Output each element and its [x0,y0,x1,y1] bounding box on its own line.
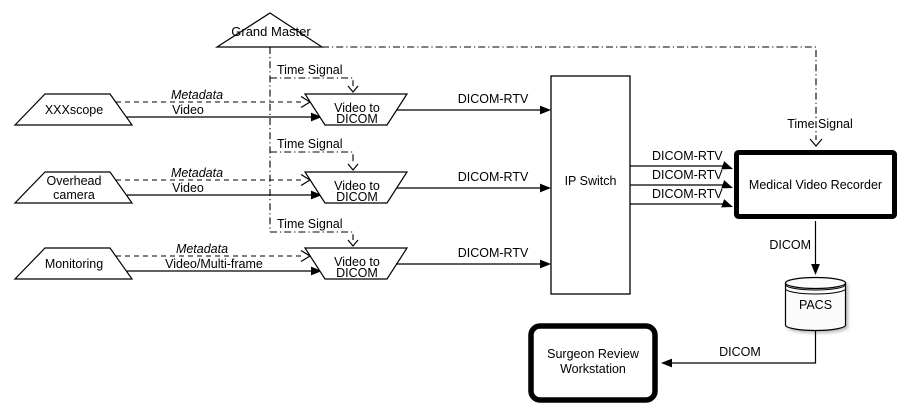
metadata-label-2: Metadata [171,166,223,180]
dicom-rtv-label-out-1: DICOM-RTV [652,149,723,163]
time-signal-link-1: Time Signal [270,63,359,93]
video-label-1: Video [172,103,204,117]
arrow-right-icon [721,199,733,208]
source-monitoring-label: Monitoring [45,257,103,271]
video-arrow-3: Video/Multi-frame [127,257,322,276]
time-signal-link-2: Time Signal [270,137,359,171]
dicom-rtv-label-in-3: DICOM-RTV [458,246,529,260]
pacs-disk-line-1 [785,284,846,291]
source-overhead-camera-label-line1: Overhead [47,174,102,188]
arrow-right-icon [721,161,733,170]
arrow-down-icon [811,264,820,275]
video-label-3: Video/Multi-frame [165,257,263,271]
arrow-left-icon [661,358,672,368]
arrow-right-icon [311,190,322,200]
arrow-right-icon [540,183,551,193]
metadata-label-1: Metadata [171,88,223,102]
dicom-rtv-arrow-out-2: DICOM-RTV [630,168,733,189]
converter-label-2-line1: Video to [334,179,380,193]
dicom-rtv-label-in-1: DICOM-RTV [458,92,529,106]
time-signal-label-1: Time Signal [277,63,343,77]
time-signal-link-recorder: Time Signal [322,46,853,147]
metadata-arrow-1: Metadata [116,88,312,109]
grand-master-label: Grand Master [231,24,311,39]
converter-label-1-line2: DICOM [336,112,378,126]
pacs-disk-line-2 [785,288,846,295]
arrow-right-icon [721,180,733,189]
time-signal-label-2: Time Signal [277,137,343,151]
source-xxxscope-shape [13,93,134,126]
arrow-right-icon [311,266,322,276]
medical-video-recorder-node: Medical Video Recorder [734,150,897,219]
time-signal-line-3 [270,231,354,240]
converter-label-1-line1: Video to [334,101,380,115]
time-signal-link-3: Time Signal [270,217,359,247]
arrow-right-icon [540,259,551,269]
arrow-right-icon [540,105,551,115]
arrow-right-icon [311,112,322,122]
converter-label-3-line2: DICOM [336,266,378,280]
video-arrow-1: Video [127,103,322,122]
open-arrow-down-icon [809,138,823,147]
pacs-label: PACS [799,298,832,312]
pacs-cylinder-top [784,276,847,290]
dicom-rtv-arrow-out-3: DICOM-RTV [630,187,733,208]
dicom-rtv-arrow-in-2: DICOM-RTV [397,170,551,193]
video-to-dicom-converter-1 [303,93,409,126]
pacs-node: PACS [784,276,847,332]
video-to-dicom-converter-3 [303,247,409,280]
surgeon-review-workstation-box [528,323,658,403]
medical-video-recorder-label: Medical Video Recorder [749,178,882,192]
source-xxxscope-label: XXXscope [45,103,103,117]
video-label-2: Video [172,181,204,195]
dicom-rtv-arrow-in-3: DICOM-RTV [397,246,551,269]
time-signal-line-1 [270,77,354,86]
pacs-cylinder-body [784,283,847,332]
medical-video-recorder-box [734,150,897,219]
time-signal-line-recorder [322,46,817,140]
dicom-rtv-label-out-3: DICOM-RTV [652,187,723,201]
time-signal-line-2 [270,151,354,164]
dicom-line-pacs-workstation [670,331,817,364]
metadata-label-3: Metadata [176,242,228,256]
dicom-rtv-arrow-out-1: DICOM-RTV [630,149,733,170]
ip-switch-label: IP Switch [565,174,617,188]
dicom-label-pacs-workstation: DICOM [719,345,761,359]
time-signal-label-recorder: Time Signal [787,117,853,131]
surgeon-review-workstation-node: Surgeon Review Workstation [528,323,658,403]
open-arrow-down-icon [347,163,359,171]
source-overhead-camera-label-line2: camera [53,188,95,202]
row-xxxscope: Time Signal XXXscope Metadata Video Vide… [13,63,551,126]
dicom-rtv-arrow-in-1: DICOM-RTV [397,92,551,115]
dicom-label-recorder-pacs: DICOM [769,238,811,252]
ip-switch-node: IP Switch [550,75,631,295]
metadata-arrow-3: Metadata [116,242,312,263]
row-monitoring: Time Signal Monitoring Metadata Video/Mu… [13,217,551,280]
row-overhead-camera: Time Signal Overhead camera Metadata Vid… [13,137,551,204]
metadata-arrow-2: Metadata [116,166,312,187]
video-arrow-2: Video [127,181,322,200]
grand-master-node: Grand Master [214,12,325,48]
time-signal-label-3: Time Signal [277,217,343,231]
converter-label-2-line2: DICOM [336,190,378,204]
dicom-rtv-label-out-2: DICOM-RTV [652,168,723,182]
converter-label-3-line1: Video to [334,255,380,269]
source-monitoring-shape [13,247,134,280]
dicom-arrow-recorder-pacs: DICOM [769,221,820,275]
dicom-rtv-label-in-2: DICOM-RTV [458,170,529,184]
source-overhead-camera-shape [13,171,134,204]
open-arrow-down-icon [347,239,359,247]
surgeon-review-workstation-label-line1: Surgeon Review [547,347,640,361]
video-to-dicom-converter-2 [303,171,409,204]
dicom-arrow-pacs-workstation: DICOM [661,331,817,368]
surgeon-review-workstation-label-line2: Workstation [560,362,626,376]
open-arrow-down-icon [347,85,359,93]
